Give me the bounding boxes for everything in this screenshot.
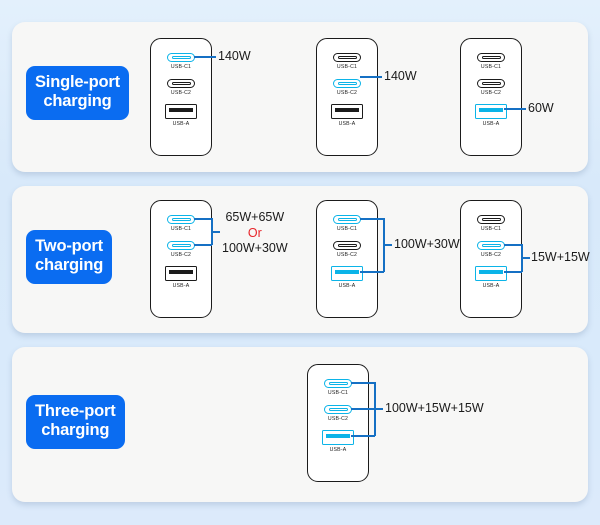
charger-device-single-usbc2: USB-C1 USB-C2 USB-A (316, 38, 378, 156)
usb-a-port-icon (475, 266, 507, 281)
charger-device-two-c2a: USB-C1 USB-C2 USB-A (460, 200, 522, 318)
port-label-usbc1: USB-C1 (327, 390, 349, 396)
section-badge-two-port: Two-port charging (26, 230, 113, 284)
port-usbc2: USB-C2 (317, 79, 377, 96)
usb-c-port-icon (167, 53, 195, 62)
port-label-usbc1: USB-C1 (170, 64, 192, 70)
badge-line-1: Three-port (35, 402, 116, 420)
port-usba: USB-A (151, 104, 211, 127)
or-separator: Or (247, 225, 262, 240)
port-usba: USB-A (461, 104, 521, 127)
section-badge-single-port: Single-port charging (26, 66, 129, 120)
usb-c-port-icon (477, 241, 505, 250)
wattage-label-single-usbc2: 140W (384, 69, 417, 83)
port-label-usbc2: USB-C2 (336, 90, 358, 96)
port-usba: USB-A (317, 104, 377, 127)
usb-c-port-icon (167, 241, 195, 250)
port-label-usba: USB-A (338, 283, 356, 289)
port-usbc2: USB-C2 (461, 79, 521, 96)
port-label-usbc1: USB-C1 (480, 64, 502, 70)
port-label-usbc2: USB-C2 (480, 252, 502, 258)
usb-c-port-icon (333, 215, 361, 224)
badge-line-2: charging (43, 92, 112, 111)
usb-a-port-icon (165, 266, 197, 281)
badge-line-1: Single-port (35, 73, 120, 91)
port-label-usbc2: USB-C2 (336, 252, 358, 258)
badge-line-1: Two-port (35, 237, 103, 255)
usb-a-port-icon (331, 266, 363, 281)
port-label-usba: USB-A (482, 283, 500, 289)
port-usba: USB-A (461, 266, 521, 289)
wattage-label-three-all: 100W+15W+15W (385, 401, 484, 415)
port-usbc1: USB-C1 (461, 215, 521, 232)
usb-a-port-icon (165, 104, 197, 119)
wattage-label-two-c1c2: 65W+65W Or 100W+30W (222, 210, 288, 256)
charger-device-single-usba: USB-C1 USB-C2 USB-A (460, 38, 522, 156)
wattage-label-single-usbc1: 140W (218, 49, 251, 63)
badge-line-2: charging (35, 256, 104, 275)
section-single-port: Single-port charging USB-C1 USB-C2 USB-A (12, 22, 588, 172)
port-usba: USB-A (151, 266, 211, 289)
usb-c-port-icon (333, 79, 361, 88)
charger-device-single-usbc1: USB-C1 USB-C2 USB-A (150, 38, 212, 156)
usb-c-port-icon (167, 215, 195, 224)
section-three-port: Three-port charging USB-C1 USB-C2 USB-A (12, 347, 588, 502)
usb-c-port-icon (333, 241, 361, 250)
port-label-usbc1: USB-C1 (170, 226, 192, 232)
usb-a-port-icon (331, 104, 363, 119)
usb-c-port-icon (167, 79, 195, 88)
usb-c-port-icon (477, 79, 505, 88)
port-label-usba: USB-A (172, 283, 190, 289)
port-label-usbc1: USB-C1 (480, 226, 502, 232)
wattage-label-two-c2a: 15W+15W (531, 250, 590, 264)
port-usbc1: USB-C1 (317, 53, 377, 70)
badge-line-2: charging (41, 421, 110, 440)
usb-c-port-icon (333, 53, 361, 62)
port-label-usba: USB-A (172, 121, 190, 127)
section-badge-three-port: Three-port charging (26, 395, 125, 449)
port-label-usba: USB-A (329, 447, 347, 453)
port-usba: USB-A (317, 266, 377, 289)
port-label-usbc2: USB-C2 (170, 252, 192, 258)
charger-device-two-c1c2: USB-C1 USB-C2 USB-A (150, 200, 212, 318)
usb-a-port-icon (322, 430, 354, 445)
port-label-usbc2: USB-C2 (327, 416, 349, 422)
usb-c-port-icon (324, 379, 352, 388)
section-two-port: Two-port charging USB-C1 USB-C2 USB-A (12, 186, 590, 333)
usb-a-port-icon (475, 104, 507, 119)
port-usba: USB-A (308, 430, 368, 453)
port-label-usbc2: USB-C2 (480, 90, 502, 96)
wattage-label-single-usba: 60W (528, 101, 554, 115)
port-label-usbc2: USB-C2 (170, 90, 192, 96)
port-usbc1: USB-C1 (461, 53, 521, 70)
usb-c-port-icon (477, 215, 505, 224)
port-label-usbc1: USB-C1 (336, 64, 358, 70)
usb-c-port-icon (477, 53, 505, 62)
port-label-usba: USB-A (482, 121, 500, 127)
charger-device-three-all: USB-C1 USB-C2 USB-A (307, 364, 369, 482)
port-label-usbc1: USB-C1 (336, 226, 358, 232)
port-usbc2: USB-C2 (317, 241, 377, 258)
wattage-label-two-c1a: 100W+30W (394, 237, 460, 251)
usb-c-port-icon (324, 405, 352, 414)
port-usbc2: USB-C2 (151, 79, 211, 96)
port-label-usba: USB-A (338, 121, 356, 127)
charger-device-two-c1a: USB-C1 USB-C2 USB-A (316, 200, 378, 318)
